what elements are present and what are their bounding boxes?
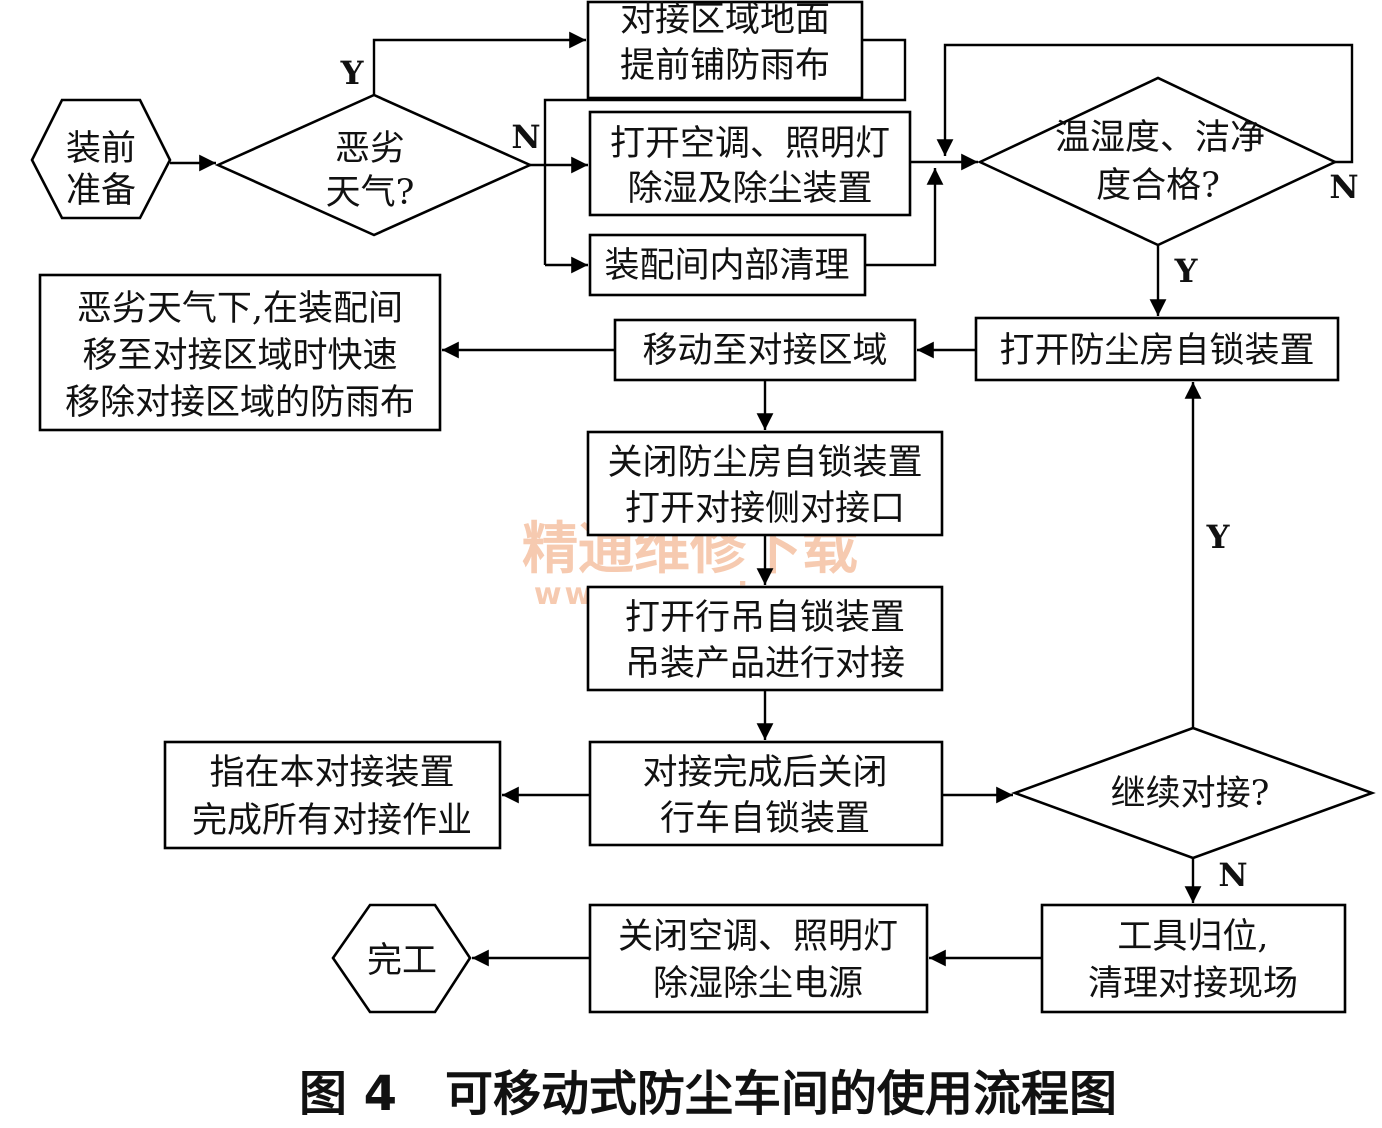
- connectors: [170, 31, 1354, 967]
- continue-check-diamond: [1011, 726, 1376, 860]
- power-off-line2: 除湿除尘电源: [653, 964, 863, 1004]
- open-hvac-line1: 打开空调、照明灯: [610, 124, 890, 164]
- remove-rain-cloth-line2: 移至对接区域时快速: [82, 336, 397, 376]
- node-tools-cleanup: 工具归位, 清理对接现场: [1040, 903, 1347, 1014]
- end-label: 完工: [367, 941, 437, 981]
- node-bad-weather: 恶劣 天气?: [214, 93, 534, 237]
- lay-rain-cloth-box: [586, 0, 864, 100]
- close-lock-open-port-line1: 关闭防尘房自锁装置: [607, 443, 922, 483]
- bad-weather-diamond: [214, 93, 534, 237]
- start-label-line1: 装前: [66, 129, 136, 169]
- label-continue-yes: Y: [1206, 518, 1231, 556]
- close-lock-open-port-line2: 打开对接侧对接口: [625, 489, 905, 529]
- close-lock-open-port-box: [586, 430, 944, 537]
- node-open-self-lock: 打开防尘房自锁装置: [974, 316, 1340, 382]
- lay-rain-cloth-line1: 对接区域地面: [620, 0, 830, 40]
- remove-rain-cloth-box: [38, 273, 442, 432]
- arrow-env-check-no-loop: [936, 43, 1354, 164]
- close-crane-lock-line2: 行车自锁装置: [660, 799, 870, 839]
- hoist-line1: 打开行吊自锁装置: [625, 598, 905, 638]
- figure-caption: 图 4 可移动式防尘车间的使用流程图: [299, 1066, 1117, 1122]
- all-done-note-line1: 指在本对接装置: [209, 753, 454, 793]
- label-env-check-yes: Y: [1174, 252, 1199, 290]
- move-to-dock-box: [613, 318, 917, 382]
- start-label-line2: 准备: [66, 171, 136, 211]
- power-off-line1: 关闭空调、照明灯: [618, 917, 898, 957]
- node-end: 完工: [331, 903, 472, 1014]
- start-hexagon: [30, 98, 172, 220]
- hoist-box: [586, 585, 944, 692]
- open-hvac-line2: 除湿及除尘装置: [627, 169, 872, 209]
- open-self-lock-label: 打开防尘房自锁装置: [999, 331, 1314, 371]
- continue-check-label: 继续对接?: [1111, 774, 1270, 814]
- remove-rain-cloth-line3: 移除对接区域的防雨布: [65, 383, 415, 423]
- env-check-line2: 度合格?: [1096, 166, 1220, 206]
- tools-cleanup-line1: 工具归位,: [1117, 917, 1268, 957]
- node-continue-check: 继续对接?: [1011, 726, 1376, 860]
- all-done-note-line2: 完成所有对接作业: [192, 801, 472, 841]
- end-hexagon: [331, 903, 472, 1014]
- node-remove-rain-cloth: 恶劣天气下,在装配间 移至对接区域时快速 移除对接区域的防雨布: [38, 273, 442, 432]
- power-off-box: [588, 903, 929, 1014]
- move-to-dock-label: 移动至对接区域: [642, 331, 887, 371]
- open-hvac-box: [588, 110, 912, 217]
- hoist-line2: 吊装产品进行对接: [625, 644, 905, 684]
- lay-rain-cloth-line2: 提前铺防雨布: [620, 46, 830, 86]
- clean-room-box: [588, 233, 867, 297]
- label-continue-no: N: [1218, 856, 1247, 894]
- node-power-off: 关闭空调、照明灯 除湿除尘电源: [588, 903, 929, 1014]
- close-crane-lock-line1: 对接完成后关闭: [642, 753, 887, 793]
- arrow-weather-yes-to-rain-cloth: [372, 31, 586, 95]
- label-bad-weather-yes: Y: [340, 54, 365, 92]
- node-lay-rain-cloth: 对接区域地面 提前铺防雨布: [586, 0, 864, 100]
- open-self-lock-box: [974, 316, 1340, 382]
- node-hoist: 打开行吊自锁装置 吊装产品进行对接: [586, 585, 944, 692]
- line-rain-cloth-join: [543, 38, 907, 265]
- label-bad-weather-no: N: [511, 118, 540, 156]
- branch-labels: Y N N Y Y N: [340, 54, 1359, 894]
- tools-cleanup-box: [1040, 903, 1347, 1014]
- close-crane-lock-box: [588, 740, 944, 847]
- node-close-lock-open-port: 关闭防尘房自锁装置 打开对接侧对接口: [586, 430, 944, 537]
- clean-room-label: 装配间内部清理: [604, 246, 849, 286]
- all-done-note-box: [163, 740, 502, 850]
- env-check-diamond: [976, 76, 1339, 247]
- node-start: 装前 准备: [30, 98, 172, 220]
- node-close-crane-lock: 对接完成后关闭 行车自锁装置: [588, 740, 944, 847]
- tools-cleanup-line2: 清理对接现场: [1088, 964, 1298, 1004]
- label-env-check-no: N: [1329, 168, 1358, 206]
- node-move-to-dock: 移动至对接区域: [613, 318, 917, 382]
- arrow-clean-room-to-env-check: [865, 168, 944, 267]
- node-all-done-note: 指在本对接装置 完成所有对接作业: [163, 740, 502, 850]
- node-env-check: 温湿度、洁净 度合格?: [976, 76, 1339, 247]
- node-open-hvac: 打开空调、照明灯 除湿及除尘装置: [588, 110, 912, 217]
- remove-rain-cloth-line1: 恶劣天气下,在装配间: [77, 289, 403, 329]
- env-check-line1: 温湿度、洁净: [1055, 118, 1265, 158]
- bad-weather-label-line2: 天气?: [326, 173, 415, 213]
- bad-weather-label-line1: 恶劣: [335, 129, 405, 169]
- node-clean-room: 装配间内部清理: [588, 233, 867, 297]
